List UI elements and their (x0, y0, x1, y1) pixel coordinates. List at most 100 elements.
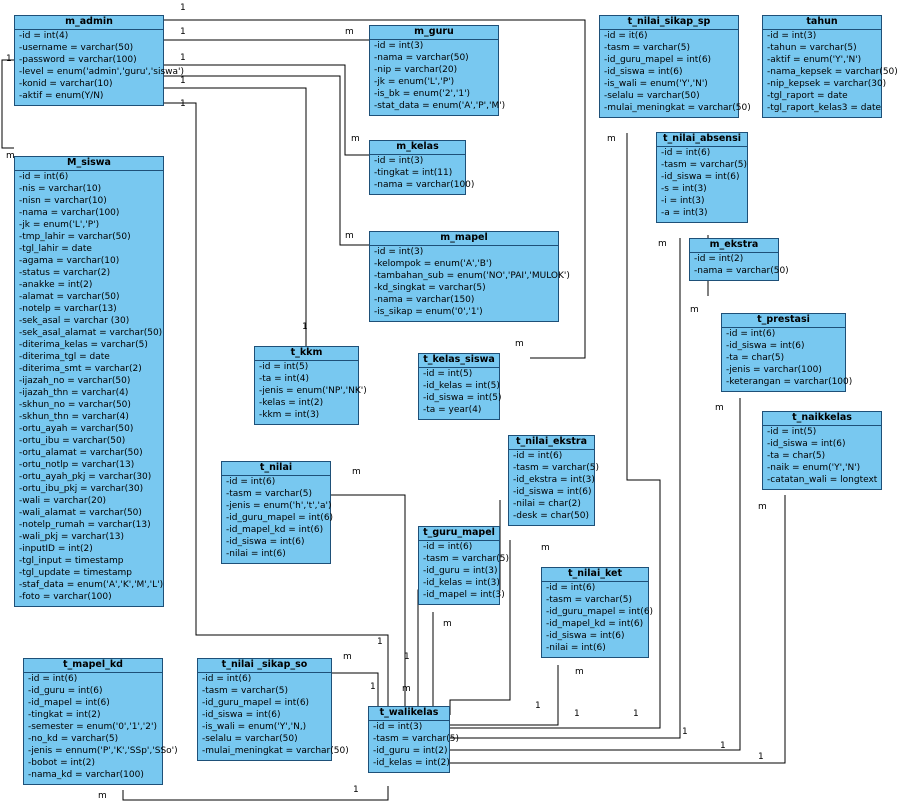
entity-field: -id_mapel_kd = int(6) (546, 619, 644, 629)
entity-field: -id = int(6) (19, 172, 69, 182)
cardinality-label: 1 (180, 27, 186, 37)
entity-t-nilai-ekstra[interactable]: t_nilai_ekstra-id = int(6)-tasm = varcha… (508, 435, 599, 526)
entity-field: -nilai = int(6) (546, 643, 606, 653)
entity-field: -is_wali = enum('Y','N') (604, 79, 708, 89)
entity-field: -diterima_kelas = varchar(5) (19, 340, 148, 350)
entity-field: -bobot = int(2) (28, 758, 95, 768)
entity-title: t_prestasi (722, 314, 845, 328)
cardinality-label: m (658, 239, 667, 249)
entity-field: -id_guru = int(2) (373, 746, 448, 756)
entity-field: -tambahan_sub = enum('NO','PAI','MULOK') (374, 271, 570, 281)
entity-field: -id_siswa = int(6) (202, 710, 281, 720)
entity-t-nilai[interactable]: t_nilai-id = int(6)-tasm = varchar(5)-je… (221, 461, 334, 564)
entity-title: t_nilai_absensi (657, 133, 747, 147)
entity-t-nilai-sikap-so[interactable]: t_nilai _sikap_so-id = int(6)-tasm = var… (197, 658, 349, 761)
entity-t-mapel-kd[interactable]: t_mapel_kd-id = int(6)-id_guru = int(6)-… (23, 658, 178, 785)
cardinality-label: 1 (535, 701, 541, 711)
entity-field: -nisn = varchar(10) (19, 196, 107, 206)
entity-field: -skhun_no = varchar(50) (19, 400, 131, 410)
cardinality-label: 1 (682, 727, 688, 737)
entity-field: -tasm = varchar(5) (604, 43, 690, 53)
entity-t-kkm[interactable]: t_kkm-id = int(5)-ta = int(4)-jenis = en… (254, 346, 367, 425)
entity-field: -skhun_thn = varchar(4) (19, 412, 129, 422)
entity-field: -id = int(6) (226, 477, 276, 487)
entity-title: m_ekstra (690, 239, 778, 253)
entity-t-guru-mapel[interactable]: t_guru_mapel-id = int(6)-tasm = varchar(… (418, 526, 509, 605)
entity-tahun[interactable]: tahun-id = int(3)-tahun = varchar(5)-akt… (762, 15, 898, 118)
entity-title: t_mapel_kd (24, 659, 162, 673)
entity-field: -ortu_ibu = varchar(50) (19, 436, 126, 446)
entity-title: m_mapel (370, 232, 558, 246)
entity-field: -id_siswa = int(6) (604, 67, 683, 77)
entity-field: -ta = char(5) (767, 451, 826, 461)
entity-t-kelas-siswa[interactable]: t_kelas_siswa-id = int(5)-id_kelas = int… (418, 353, 502, 420)
cardinality-label: 1 (180, 53, 186, 63)
cardinality-label: 1 (758, 752, 764, 762)
entity-m-guru[interactable]: m_guru-id = int(3)-nama = varchar(50)-ni… (369, 25, 506, 116)
entity-t-nilai-ket[interactable]: t_nilai_ket-id = int(6)-tasm = varchar(5… (541, 567, 654, 658)
entity-m-siswa[interactable]: M_siswa-id = int(6)-nis = varchar(10)-ni… (14, 156, 164, 607)
entity-title: m_guru (370, 26, 498, 40)
entity-title: t_walikelas (369, 707, 449, 721)
entity-field: -id_guru_mapel = int(6) (226, 513, 334, 523)
entity-field: -id = int(5) (259, 362, 309, 372)
cardinality-label: m (715, 403, 724, 413)
entity-field: -id_siswa = int(6) (513, 487, 592, 497)
entity-title: t_nilai_ekstra (509, 436, 594, 450)
entity-field: -ortu_ayah = varchar(50) (19, 424, 134, 434)
entity-field: -foto = varchar(100) (19, 592, 112, 602)
cardinality-label: 1 (180, 3, 186, 13)
entity-field: -a = int(3) (661, 208, 708, 218)
relation-line (122, 786, 389, 801)
entity-field: -inputID = int(2) (19, 544, 93, 554)
entity-field: -id_guru_mapel = int(6) (546, 607, 654, 617)
entity-field: -id = int(3) (767, 31, 817, 41)
cardinality-label: 1 (404, 652, 410, 662)
entity-field: -ta = int(4) (259, 374, 310, 384)
cardinality-label: m (343, 652, 352, 662)
entity-t-prestasi[interactable]: t_prestasi-id = int(6)-id_siswa = int(6)… (721, 313, 852, 392)
entity-field: -notelp_rumah = varchar(13) (19, 520, 151, 530)
entity-field: -id_guru_mapel = int(6) (202, 698, 310, 708)
entity-title: t_nilai (222, 462, 330, 476)
entity-field: -id_mapel = int(3) (423, 590, 505, 600)
entity-t-nilai-sikap-sp[interactable]: t_nilai_sikap_sp-id = it(6)-tasm = varch… (599, 15, 751, 118)
entity-field: -stat_data = enum('A','P','M') (374, 101, 506, 111)
entity-title: t_kelas_siswa (419, 354, 499, 368)
cardinality-label: 1 (302, 322, 308, 332)
relation-line (163, 19, 586, 359)
entity-title: m_admin (15, 16, 163, 30)
cardinality-label: 1 (720, 741, 726, 751)
cardinality-label: m (352, 467, 361, 477)
entity-m-mapel[interactable]: m_mapel-id = int(3)-kelompok = enum('A',… (369, 231, 570, 322)
entity-m-ekstra[interactable]: m_ekstra-id = int(2)-nama = varchar(50) (689, 238, 789, 281)
cardinality-label: m (607, 134, 616, 144)
entity-title: t_nilai_ket (542, 568, 648, 582)
entity-field: -id_siswa = int(5) (423, 393, 502, 403)
entity-field: -ijazah_thn = varchar(4) (19, 388, 129, 398)
entity-field: -kkm = int(3) (259, 410, 320, 420)
entity-field: -catatan_wali = longtext (767, 475, 878, 485)
entity-field: -ta = char(5) (726, 353, 785, 363)
entity-field: -id = int(6) (423, 542, 473, 552)
entity-m-admin[interactable]: m_admin-id = int(4)-username = varchar(5… (14, 15, 184, 106)
relation-line (330, 494, 406, 706)
entity-field: -desk = char(50) (513, 511, 590, 521)
entity-field: -konid = varchar(10) (19, 79, 113, 89)
entity-field: -tasm = varchar(5) (373, 734, 459, 744)
entity-t-walikelas[interactable]: t_walikelas-id = int(3)-tasm = varchar(5… (368, 706, 459, 773)
entity-t-nilai-absensi[interactable]: t_nilai_absensi-id = int(6)-tasm = varch… (656, 132, 748, 223)
entity-field: -nama = varchar(50) (374, 53, 469, 63)
entity-field: -id_guru = int(6) (28, 686, 103, 696)
cardinality-label: m (345, 231, 354, 241)
entity-field: -kelas = int(2) (259, 398, 324, 408)
entity-m-kelas[interactable]: m_kelas-id = int(3)-tingkat = int(11)-na… (369, 140, 474, 195)
entity-field: -anakke = int(2) (19, 280, 93, 290)
entity-t-naikkelas[interactable]: t_naikkelas-id = int(5)-id_siswa = int(6… (762, 411, 882, 490)
entity-field: -tgl_input = timestamp (19, 556, 124, 566)
cardinality-label: m (515, 339, 524, 349)
entity-field: -jenis = varchar(100) (726, 365, 822, 375)
entity-field: -id_kelas = int(3) (423, 578, 500, 588)
entity-field: -alamat = varchar(50) (19, 292, 120, 302)
entity-field: -ortu_alamat = varchar(50) (19, 448, 143, 458)
